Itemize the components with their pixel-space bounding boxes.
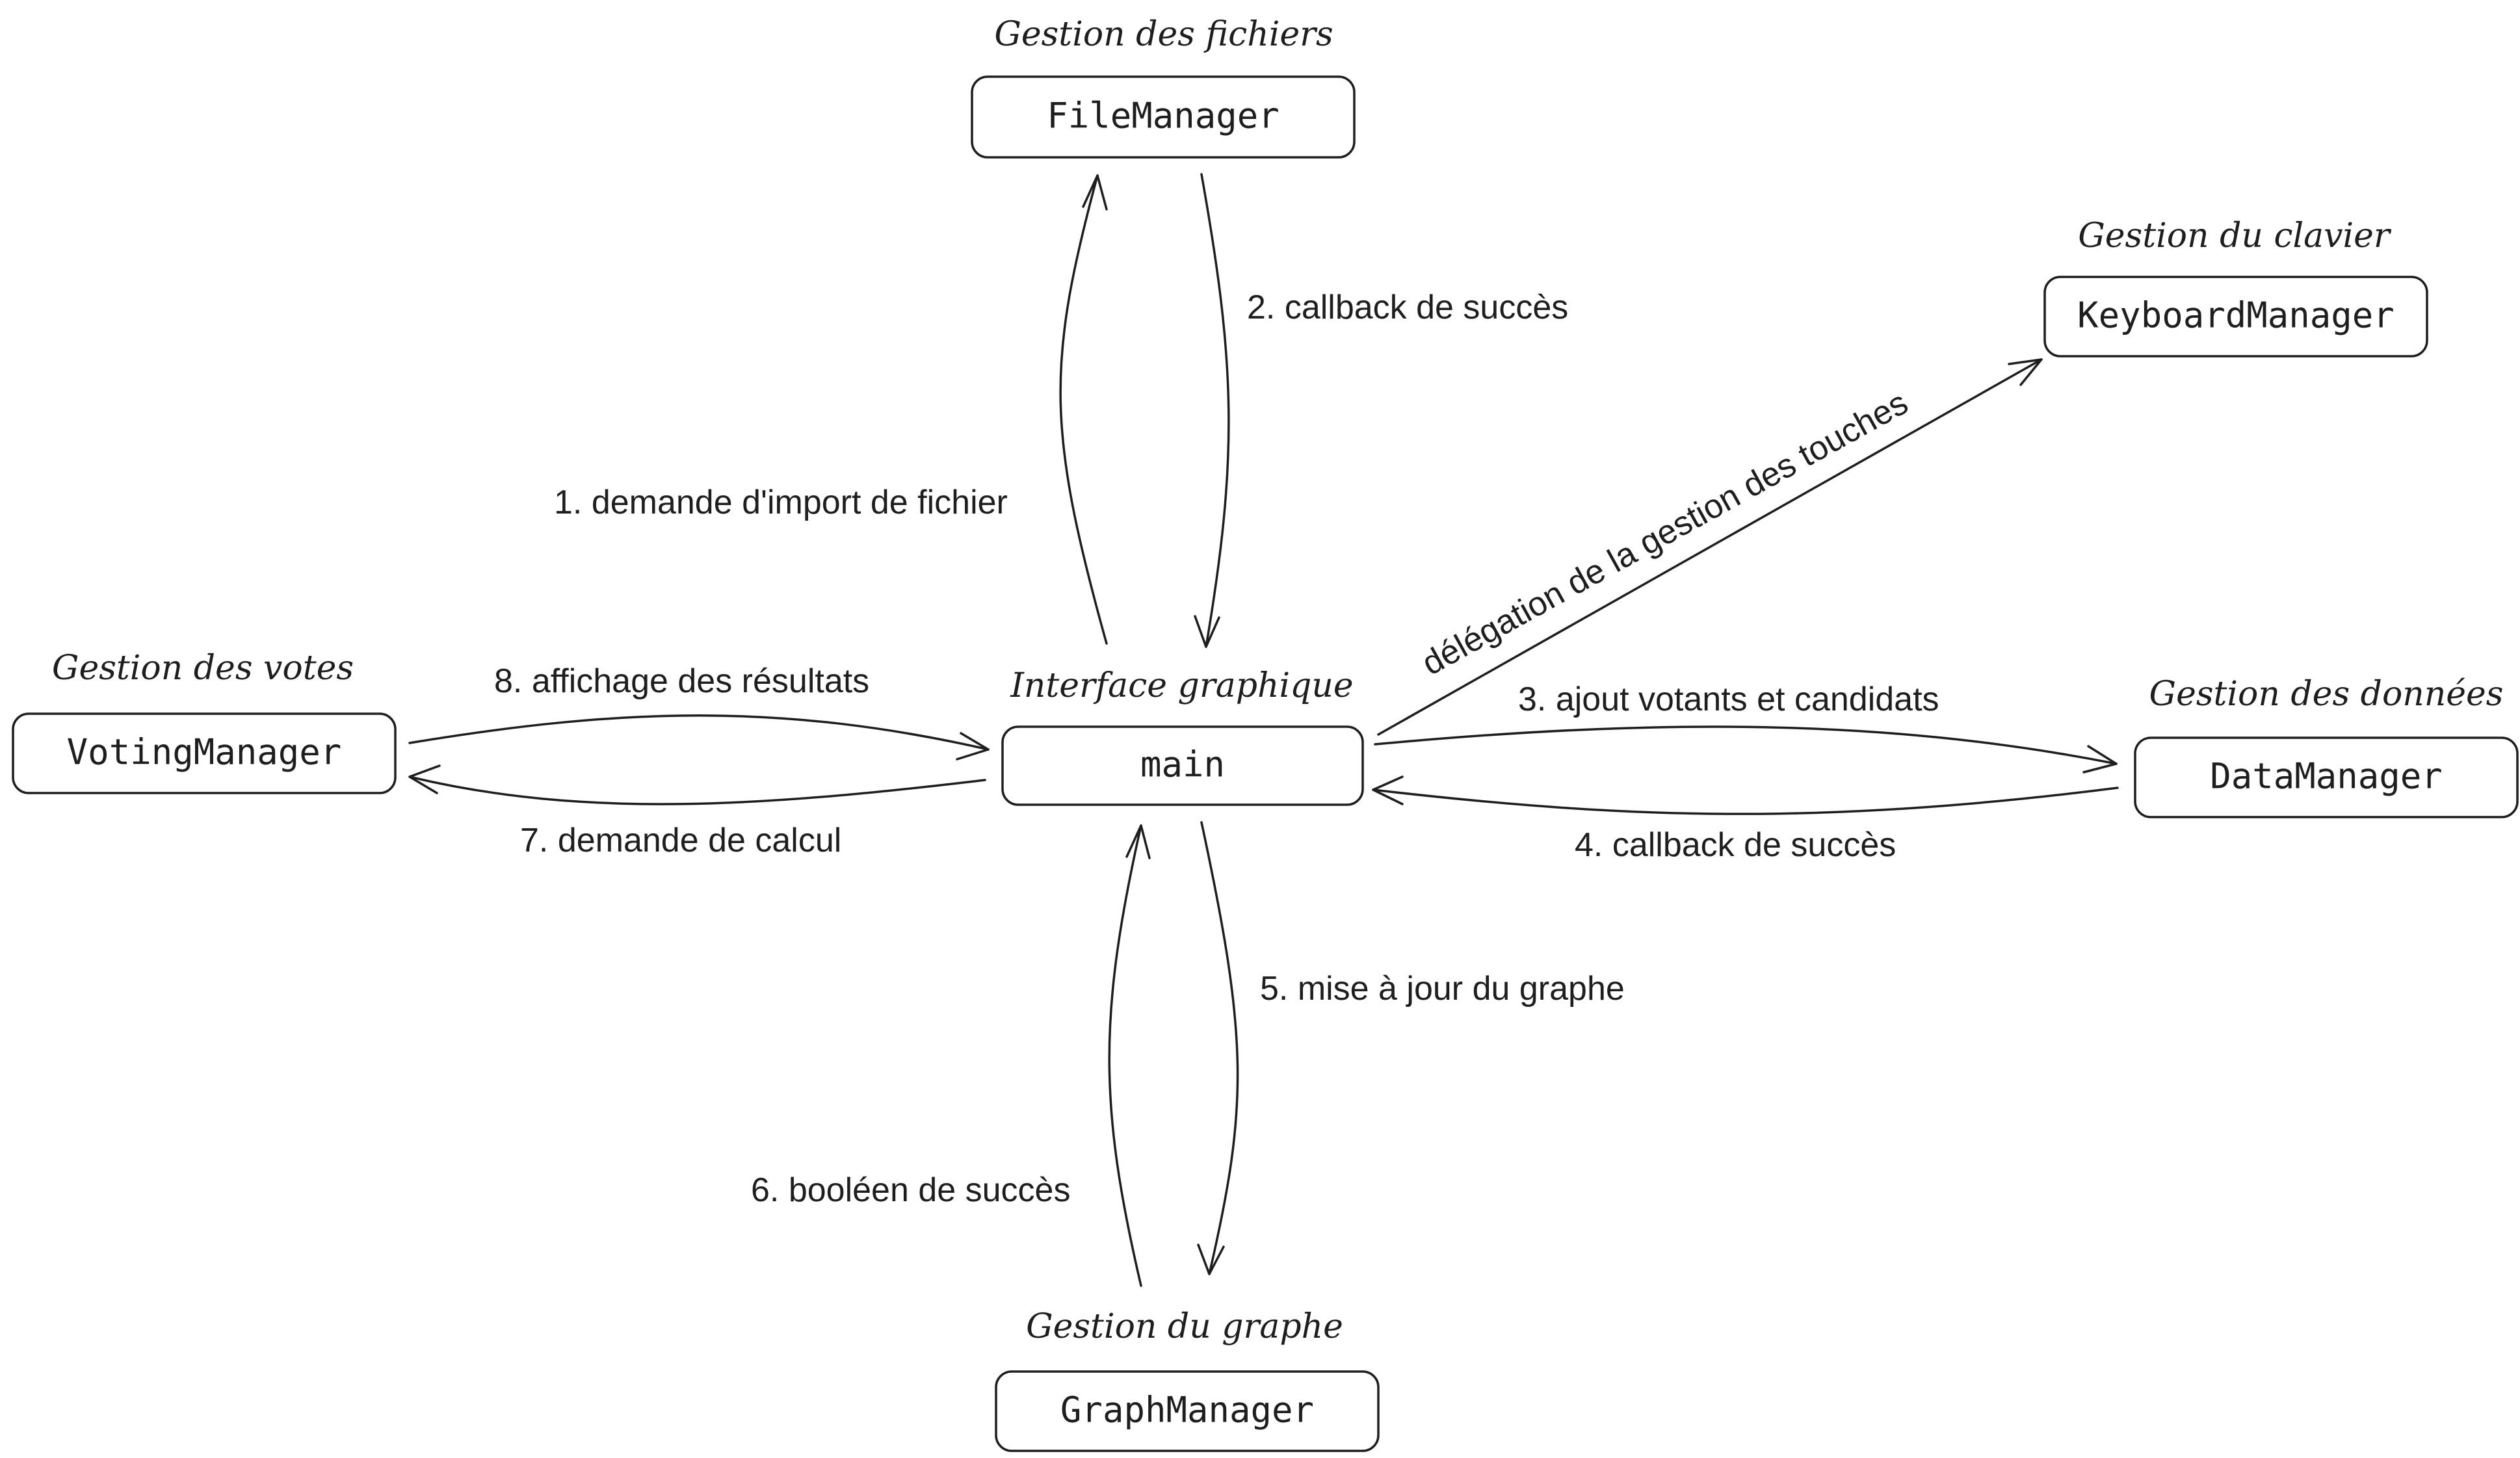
- group-label-voting: Gestion des votes: [52, 649, 354, 688]
- group-label-graph: Gestion du graphe: [1026, 1307, 1343, 1346]
- group-label-data: Gestion des données: [2149, 675, 2504, 714]
- node-label-main: main: [1140, 744, 1225, 785]
- group-label-main: Interface graphique: [1010, 666, 1353, 705]
- edge-label-compute-request: 7. demande de calcul: [520, 822, 841, 859]
- node-data-manager: DataManager: [2134, 736, 2519, 818]
- node-label-keyboard-manager: KeyboardManager: [2077, 295, 2395, 336]
- edge-graph-bool: [1108, 824, 1151, 1287]
- edge-add-voters: [1374, 725, 2118, 774]
- edge-data-callback: [1372, 775, 2119, 815]
- edge-label-add-voters: 3. ajout votants et candidats: [1518, 681, 1939, 718]
- edge-key-delegation: [1377, 358, 2043, 736]
- edge-label-key-delegation: délégation de la gestion des touches: [1416, 384, 1914, 683]
- edge-graph-update: [1197, 821, 1239, 1275]
- group-label-file: Gestion des fichiers: [994, 15, 1333, 54]
- edge-import-request: [1059, 174, 1108, 645]
- edge-show-results: [408, 714, 990, 761]
- node-label-data-manager: DataManager: [2210, 756, 2443, 797]
- node-file-manager: FileManager: [971, 75, 1356, 159]
- group-label-keyboard: Gestion du clavier: [2078, 216, 2392, 255]
- node-keyboard-manager: KeyboardManager: [2043, 276, 2428, 358]
- node-graph-manager: GraphManager: [995, 1370, 1380, 1452]
- edge-label-import-request: 1. demande d'import de fichier: [554, 484, 1008, 521]
- edge-label-graph-bool: 6. booléen de succès: [751, 1171, 1070, 1209]
- edge-label-file-callback: 2. callback de succès: [1247, 289, 1568, 326]
- edge-file-callback: [1194, 173, 1230, 648]
- node-label-graph-manager: GraphManager: [1060, 1390, 1314, 1431]
- node-voting-manager: VotingManager: [12, 712, 397, 794]
- edge-label-data-callback: 4. callback de succès: [1575, 826, 1896, 864]
- edge-compute-request: [408, 764, 986, 805]
- node-label-voting-manager: VotingManager: [67, 732, 342, 773]
- node-main: main: [1001, 725, 1364, 806]
- edge-label-show-results: 8. affichage des résultats: [494, 662, 869, 700]
- edge-label-graph-update: 5. mise à jour du graphe: [1260, 970, 1625, 1008]
- node-label-file-manager: FileManager: [1047, 96, 1280, 137]
